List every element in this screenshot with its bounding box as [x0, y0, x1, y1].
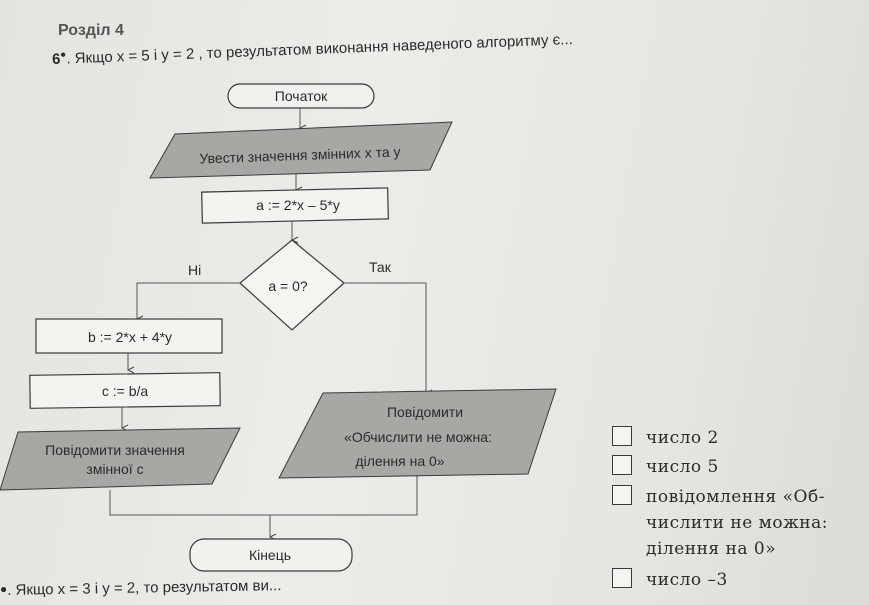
option-3[interactable]: повідомлення «Об- числити не можна: діле…: [612, 484, 828, 562]
option-4[interactable]: число –3: [612, 567, 728, 593]
option-4-text: число –3: [646, 570, 728, 590]
assign-a-block: [201, 187, 389, 224]
option-1-text: число 2: [646, 428, 719, 448]
output-message-line-1: Повідомити: [387, 404, 463, 420]
checkbox[interactable]: [612, 568, 632, 588]
branch-yes-label: Так: [369, 259, 392, 275]
option-2-text: число 5: [646, 457, 719, 477]
assign-c-label: c := b/a: [102, 383, 149, 399]
assign-b-label: b := 2*x + 4*y: [88, 329, 172, 345]
option-3-text: повідомлення «Об- числити не можна: діле…: [646, 484, 828, 562]
input-label: Увести значення змінних x та y: [199, 143, 401, 166]
output-message-line-2: «Обчислити не можна:: [344, 429, 492, 445]
checkbox[interactable]: [612, 485, 632, 505]
output-message-line-3: ділення на 0»: [355, 453, 444, 469]
checkbox[interactable]: [612, 455, 632, 475]
start-terminal: [227, 83, 375, 109]
assign-b-block: [35, 318, 223, 354]
assign-a-label: a := 2*x – 5*y: [256, 197, 340, 213]
option-3-line-2: числити не можна:: [646, 513, 828, 533]
option-2[interactable]: число 5: [612, 454, 719, 480]
checkbox[interactable]: [612, 426, 632, 446]
option-1[interactable]: число 2: [612, 425, 719, 451]
output-c-block: [0, 427, 241, 491]
output-c-line-1: Повідомити значення: [45, 442, 185, 458]
decision-diamond: [239, 239, 345, 331]
end-label: Кінець: [249, 547, 291, 563]
assign-c-block: [29, 372, 221, 409]
input-block: [149, 121, 453, 179]
end-terminal: [189, 538, 353, 572]
section-title: Розділ 4: [58, 22, 124, 39]
decision-label: a = 0?: [268, 278, 308, 294]
branch-no-label: Ні: [188, 262, 201, 278]
start-label: Початок: [275, 88, 328, 104]
option-3-line-3: ділення на 0»: [646, 539, 777, 559]
output-c-line-2: змінної c: [86, 461, 143, 477]
flow-connectors: [109, 108, 426, 537]
output-message-block: [278, 388, 557, 479]
option-3-line-1: повідомлення «Об-: [646, 487, 825, 507]
